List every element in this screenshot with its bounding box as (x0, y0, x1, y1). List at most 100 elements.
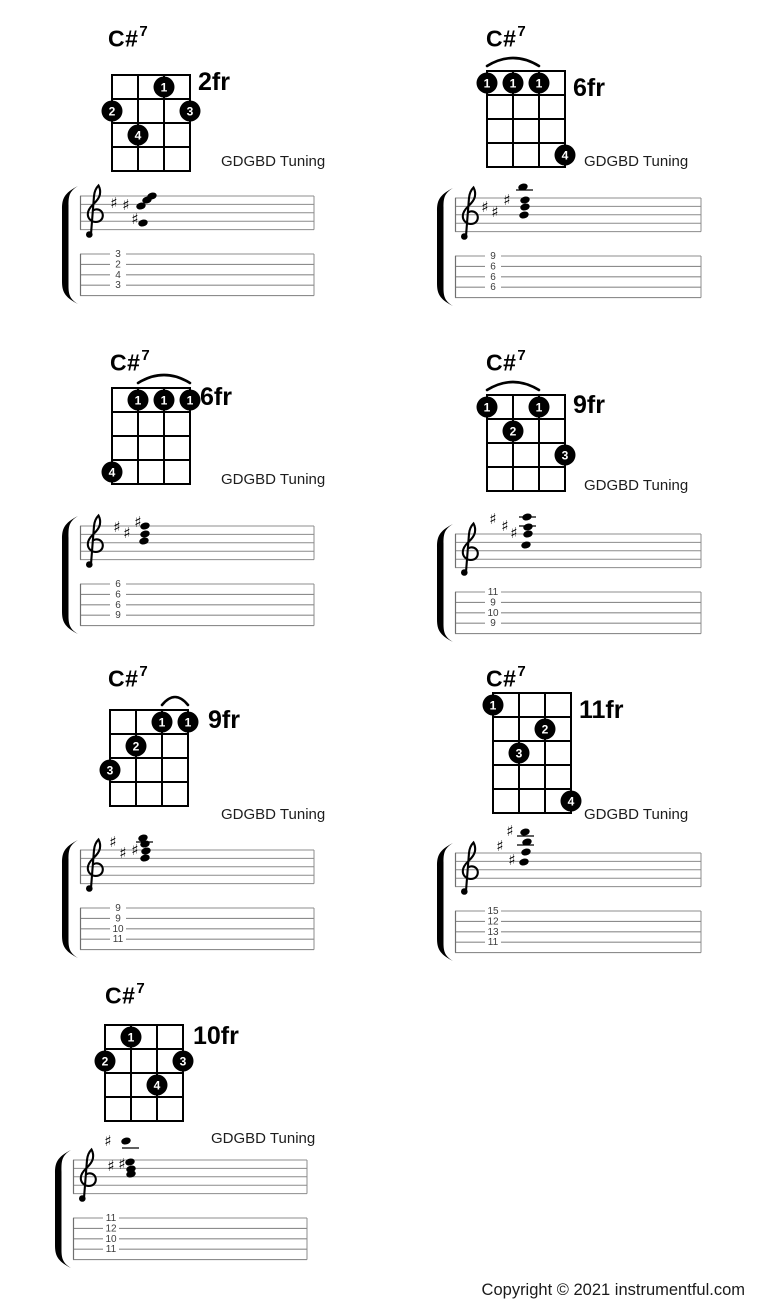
notehead (523, 530, 533, 538)
sharp-sign: ♯ (508, 851, 515, 869)
chord-name: C#7 (105, 980, 145, 1010)
tab-number-backing (110, 924, 126, 934)
tab-number-backing (485, 906, 501, 916)
notehead (140, 854, 150, 862)
treble-clef-icon (86, 513, 104, 568)
finger-number: 3 (562, 449, 569, 463)
treble-clef-icon (86, 183, 104, 238)
sharp-sign: ♯ (107, 1157, 114, 1175)
finger-dot (127, 124, 149, 146)
finger-number: 1 (128, 1031, 135, 1045)
finger-number: 2 (510, 425, 517, 439)
tab-number-backing (485, 272, 501, 282)
finger-dot (554, 144, 576, 166)
tab-number: 6 (115, 600, 121, 611)
tab-number: 2 (115, 259, 121, 270)
sharp-sign: ♯ (123, 524, 130, 542)
finger-number: 2 (542, 723, 549, 737)
tab-number: 15 (487, 906, 499, 917)
notehead (520, 196, 530, 204)
finger-number: 1 (536, 77, 543, 91)
finger-number: 2 (109, 105, 116, 119)
tuning-label: GDGBD Tuning (221, 153, 326, 170)
sharp-sign: ♯ (113, 518, 120, 536)
tab-number: 12 (105, 1223, 117, 1234)
chord-name: C#7 (486, 663, 526, 693)
finger-dot (502, 72, 524, 94)
notehead (519, 211, 529, 219)
clef-stroke (461, 840, 479, 893)
sharp-sign: ♯ (104, 1132, 111, 1150)
barre-arc (485, 56, 541, 68)
clef-blob (461, 569, 468, 576)
finger-number: 1 (187, 394, 194, 408)
clef-blob (86, 231, 93, 238)
finger-number: 1 (161, 81, 168, 95)
chord-root: C# (486, 25, 517, 52)
finger-dot (120, 1026, 142, 1048)
finger-dot (534, 718, 556, 740)
sharp-sign: ♯ (491, 203, 498, 221)
chord-quality: 7 (141, 347, 151, 364)
sharp-sign: ♯ (489, 510, 496, 528)
tab-number-backing (110, 903, 126, 913)
finger-number: 4 (568, 795, 575, 809)
finger-number: 4 (562, 149, 569, 163)
chord-name: C#7 (486, 347, 527, 377)
tab-number-backing (110, 600, 126, 610)
system-brace (62, 516, 78, 634)
tab-number-backing (110, 259, 126, 269)
tab-number: 4 (115, 270, 121, 281)
finger-dot (94, 1050, 116, 1072)
sharp-sign: ♯ (118, 1155, 125, 1173)
treble-clef-icon (79, 1147, 97, 1202)
tuning-label: GDGBD Tuning (221, 806, 326, 823)
clef-stroke (79, 1147, 97, 1200)
system-brace (437, 188, 453, 306)
tab-number: 9 (115, 610, 121, 621)
notehead (141, 847, 151, 855)
tab-number: 10 (487, 608, 499, 619)
finger-dot (482, 694, 504, 716)
finger-dot (528, 396, 550, 418)
notehead (126, 1170, 136, 1178)
sharp-sign: ♯ (510, 524, 517, 542)
sharp-sign: ♯ (122, 196, 129, 214)
tab-number: 13 (487, 927, 499, 938)
notehead (521, 541, 531, 549)
finger-number: 1 (159, 716, 166, 730)
tuning-label: GDGBD Tuning (221, 471, 326, 488)
finger-dot (554, 444, 576, 466)
finger-dot (502, 420, 524, 442)
tab-number-backing (110, 913, 126, 923)
tab-number: 6 (115, 579, 121, 590)
tab-number-backing (485, 916, 501, 926)
tab-number: 3 (115, 280, 121, 291)
chord-name: C#7 (486, 23, 526, 53)
chord-quality: 7 (139, 663, 149, 680)
finger-number: 1 (484, 401, 491, 415)
chord-root: C# (486, 349, 517, 376)
sharp-sign: ♯ (496, 837, 503, 855)
system-brace (437, 843, 453, 961)
finger-number: 1 (135, 394, 142, 408)
barre-arc (160, 695, 190, 707)
finger-dot (101, 100, 123, 122)
chord-quality: 7 (517, 347, 527, 364)
sharp-sign: ♯ (109, 833, 116, 851)
fret-position-label: 10fr (193, 1022, 239, 1050)
clef-blob (461, 233, 468, 240)
finger-number: 3 (107, 764, 114, 778)
tab-number: 6 (490, 272, 496, 283)
notehead (140, 522, 150, 530)
chord-root: C# (108, 25, 139, 52)
clef-blob (86, 885, 93, 892)
sharp-sign: ♯ (131, 841, 138, 859)
